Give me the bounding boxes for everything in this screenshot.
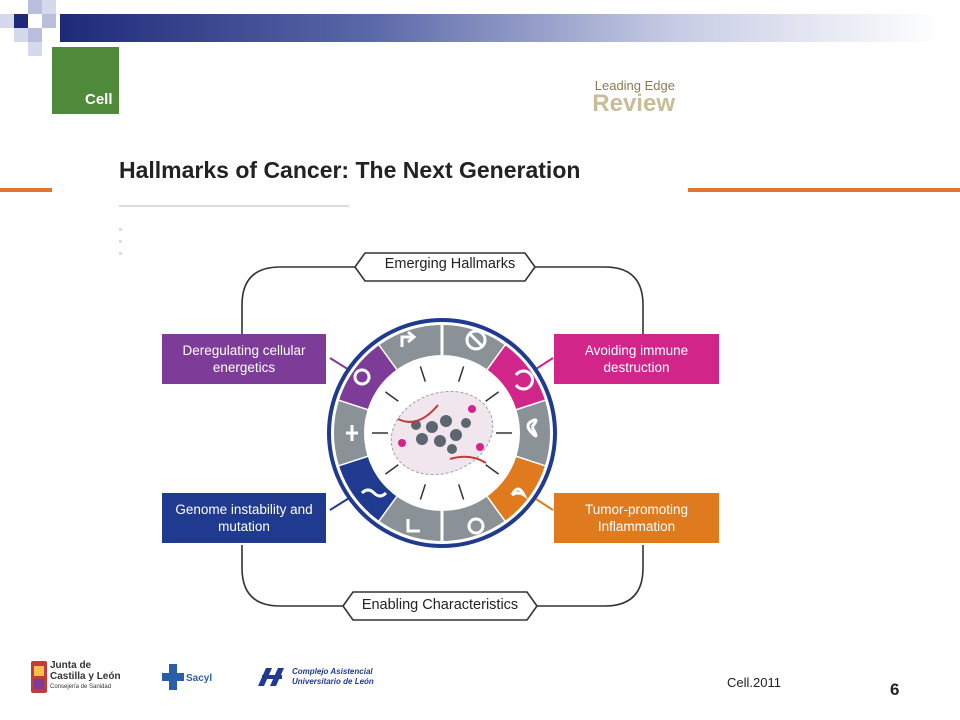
- junta-castilla-leon-logo: Junta de Castilla y León Consejería de S…: [30, 658, 140, 698]
- emerging-hallmarks-label: Emerging Hallmarks: [384, 256, 516, 272]
- cell-logo-text: Cell: [85, 91, 113, 108]
- page-number: 6: [890, 680, 900, 699]
- cell-journal-logo: Cell: [52, 47, 119, 114]
- complejo-asistencial-logo: Complejo Asistencial Universitario de Le…: [256, 664, 386, 692]
- enabling-characteristics-banner: [342, 591, 538, 621]
- box-tumor-inflammation: Tumor-promoting Inflammation: [554, 493, 719, 543]
- sacyl-text: Sacyl: [186, 673, 213, 684]
- box-genome-instability: Genome instability and mutation: [162, 493, 326, 543]
- affil-line-3: [119, 252, 122, 255]
- article-excerpt: [52, 47, 688, 287]
- sacyl-cross-icon: [162, 664, 184, 690]
- complejo-line1: Complejo Asistencial: [292, 667, 373, 676]
- affil-line-1: [119, 228, 122, 231]
- box-deregulating-energetics: Deregulating cellular energetics: [162, 334, 326, 384]
- junta-line3: Consejería de Sanidad: [50, 684, 112, 690]
- complejo-line2: Universitario de León: [292, 677, 374, 686]
- hallmarks-wheel: [327, 318, 557, 548]
- divider-line-right: [688, 188, 960, 192]
- coat-of-arms-icon: [31, 661, 47, 693]
- author-line: [119, 205, 349, 207]
- section-review: Review: [592, 90, 675, 117]
- header-gradient-bar: [60, 14, 940, 42]
- header-squares: [0, 0, 80, 60]
- enabling-characteristics-label: Enabling Characteristics: [361, 597, 519, 613]
- citation: Cell.2011: [727, 675, 781, 690]
- section-label: Leading Edge: [594, 78, 675, 93]
- junta-line2: Castilla y León: [50, 671, 121, 682]
- emerging-hallmarks-banner: [354, 252, 536, 282]
- sacyl-logo: Sacyl: [162, 664, 222, 692]
- hallmarks-diagram: [241, 252, 644, 621]
- junta-line1: Junta de: [50, 660, 92, 671]
- box-avoiding-immune: Avoiding immune destruction: [554, 334, 719, 384]
- divider-line-left: [0, 188, 52, 192]
- article-title: Hallmarks of Cancer: The Next Generation: [119, 157, 581, 183]
- affil-line-2: [119, 240, 122, 243]
- hospital-emblem-icon: [258, 668, 284, 686]
